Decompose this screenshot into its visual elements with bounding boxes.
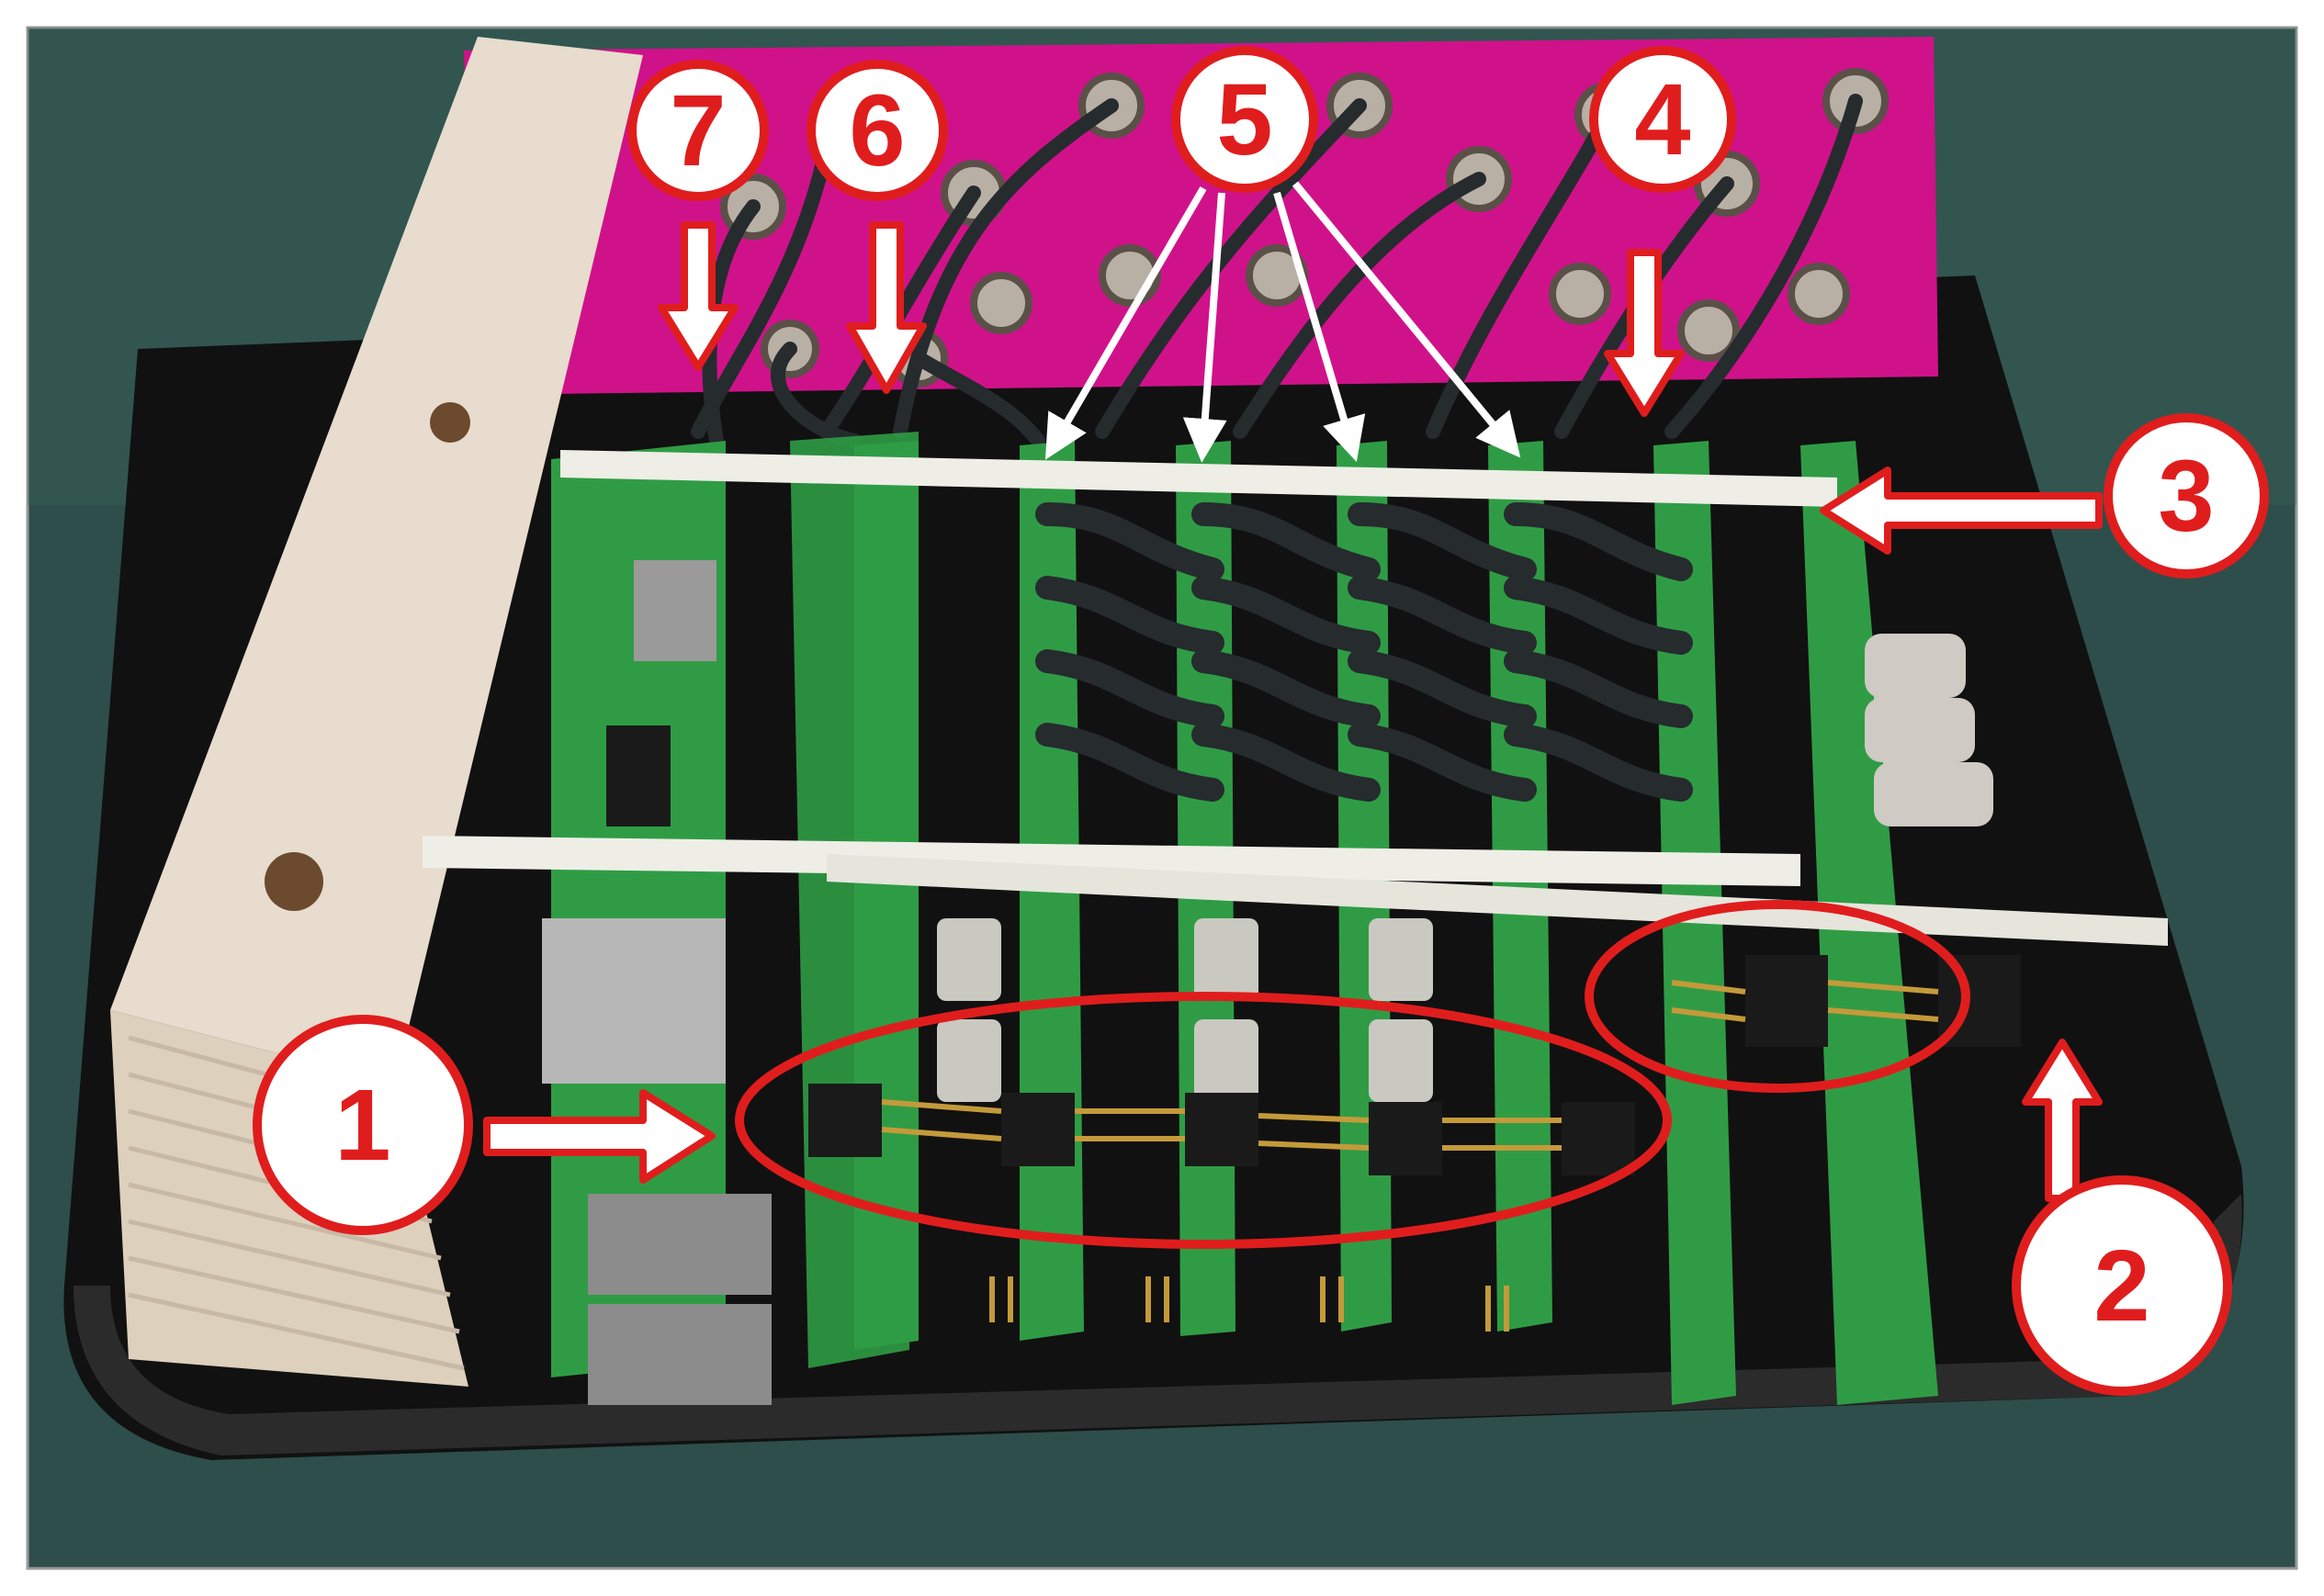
arrow-2 [2022,1039,2103,1202]
highlight-ellipse-2 [1585,900,1970,1093]
callout-3: 3 [2104,413,2269,579]
usb-ports [588,1194,772,1295]
highlight-ellipse-1 [735,992,1672,1249]
callout-2-label: 2 [2093,1230,2149,1343]
arrow-3 [1820,466,2103,555]
callout-7-label: 7 [670,74,726,187]
plywood-notch [430,402,470,443]
callout-2: 2 [2012,1175,2232,1396]
plywood-hole [265,852,323,911]
audio-jack [606,725,671,826]
side-jacks [1865,634,1993,826]
callout-5-label: 5 [1216,63,1272,176]
red-arrows [483,221,2103,1202]
nylon-rods [423,450,2168,946]
ethernet-port [542,918,726,1084]
plywood-top [110,37,643,1084]
pcb-card-2 [790,432,919,1368]
callout-6-label: 6 [849,74,905,187]
callout-7: 7 [627,60,769,201]
callout-6: 6 [807,60,948,201]
card-cables [1035,502,1693,802]
pin-headers [808,955,2021,1332]
hdmi-port [634,560,716,661]
pointer-lines-5 [1044,181,1521,463]
usb-ports-lower [588,1304,772,1405]
arrow-7 [658,221,739,371]
arrow-6 [846,221,927,394]
arrow-1 [483,1089,716,1184]
arrow-4 [1604,249,1685,417]
callout-5: 5 [1171,46,1318,193]
callout-1-label: 1 [334,1069,390,1182]
callout-3-label: 3 [2158,440,2214,553]
callout-1: 1 [253,1015,473,1235]
callout-4: 4 [1589,46,1736,193]
callout-4-label: 4 [1634,63,1690,176]
